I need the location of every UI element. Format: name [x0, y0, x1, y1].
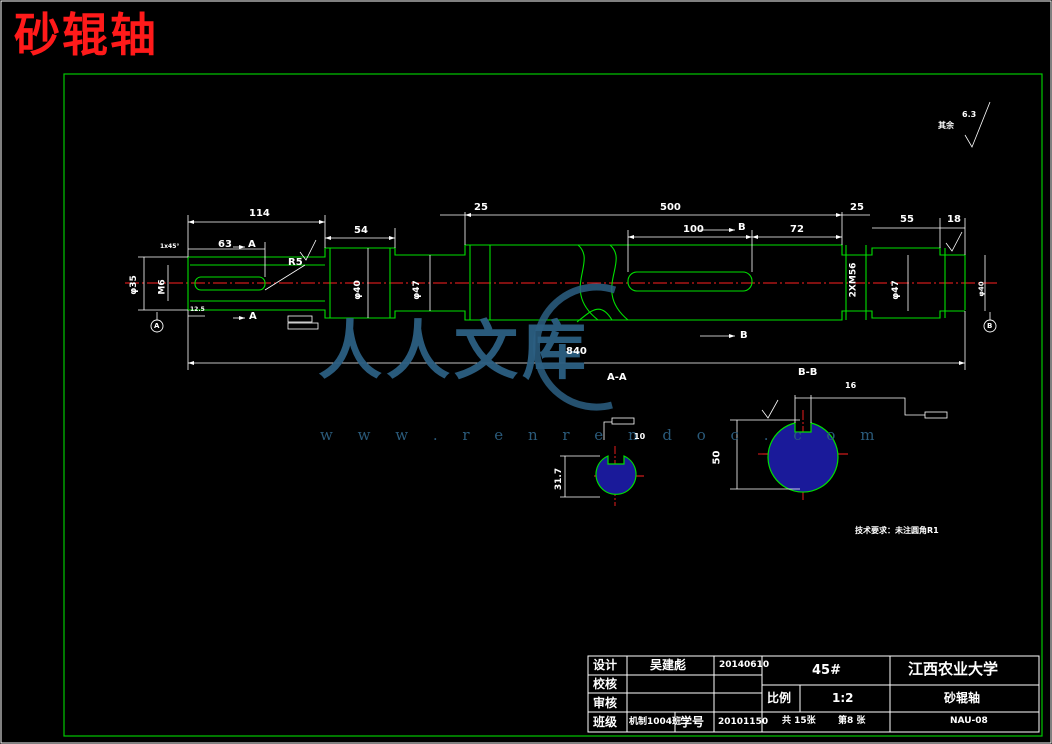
section-b-upper: B: [738, 222, 746, 233]
watermark-url: w w w . r e n r e n d o c . c o m: [320, 426, 885, 444]
dim-16: 16: [845, 381, 857, 390]
tb-school: 江西农业大学: [908, 660, 999, 678]
tb-student-no-label: 学号: [680, 715, 705, 729]
dim-31-7: 31.7: [554, 467, 565, 491]
dim-12-5: 12.5: [190, 306, 205, 313]
dimension-arrows: [188, 213, 965, 365]
datum-b-symbol: [983, 319, 997, 333]
dim-100: 100: [683, 224, 704, 235]
dim-50: 50: [711, 450, 723, 465]
section-a-a-label: A-A: [607, 372, 627, 383]
dim-thread: 2XM56: [848, 262, 859, 298]
tb-design-label: 设计: [593, 658, 618, 672]
section-a-a: [560, 446, 644, 506]
dim-m6: M6: [157, 279, 168, 295]
dim-r5: R5: [288, 257, 303, 268]
tb-sheet-no: 第8 张: [838, 716, 866, 726]
tb-class-value: 机制1004班: [629, 717, 682, 727]
dim-840: 840: [566, 346, 587, 357]
dim-55: 55: [900, 214, 914, 225]
drawing-title: 砂辊轴: [14, 8, 158, 62]
dim-500: 500: [660, 202, 681, 213]
tb-check-label: 校核: [593, 677, 618, 691]
tb-part-name: 砂辊轴: [944, 691, 981, 705]
datum-b-label: B: [987, 322, 993, 330]
dim-63: 63: [218, 239, 232, 250]
dim-25a: 25: [474, 202, 488, 213]
dim-10: 10: [634, 432, 646, 441]
tb-designer: 吴建彪: [650, 658, 687, 672]
dim-phi40: φ40: [352, 280, 363, 300]
title-block-grid: [587, 655, 1040, 733]
watermark-logo-mark: [532, 283, 617, 411]
dimension-lines: [138, 101, 991, 440]
tb-student-no: 20101150: [718, 717, 769, 727]
watermark-logo-text: 人人文库: [318, 314, 590, 389]
section-b-lower: B: [740, 330, 748, 341]
datum-a-label: A: [154, 322, 160, 330]
roughness-value: 6.3: [962, 110, 977, 119]
tb-design-date: 20140610: [719, 660, 770, 670]
dim-72: 72: [790, 224, 804, 235]
section-a-upper: A: [248, 239, 256, 250]
datum-a-symbol: [150, 319, 164, 333]
tech-note: 技术要求：未注圆角R1: [855, 526, 939, 535]
dim-54: 54: [354, 225, 368, 236]
section-a-lower: A: [249, 311, 257, 322]
dim-phi47a: φ47: [411, 280, 422, 300]
dim-chamfer: 1x45°: [160, 243, 180, 250]
tb-review-label: 审核: [593, 696, 618, 710]
dim-18: 18: [947, 214, 961, 225]
tb-sheets: 共 15张: [782, 716, 816, 726]
shaft-outline: [187, 244, 966, 323]
dim-phi40b: φ40: [977, 281, 986, 297]
roughness-note: 其余: [938, 121, 954, 130]
tb-drawing-no: NAU-08: [950, 716, 988, 726]
dim-25b: 25: [850, 202, 864, 213]
dim-phi47b: φ47: [890, 280, 901, 300]
section-b-b-label: B-B: [798, 367, 818, 378]
tb-class-label: 班级: [593, 715, 618, 729]
section-b-b: [730, 395, 893, 502]
tb-material: 45#: [812, 663, 841, 678]
tb-scale-label: 比例: [767, 691, 792, 705]
drawing-border: [63, 73, 1043, 737]
dim-phi35: φ35: [128, 275, 139, 295]
tb-scale-value: 1:2: [832, 691, 854, 705]
dim-114: 114: [249, 208, 270, 219]
